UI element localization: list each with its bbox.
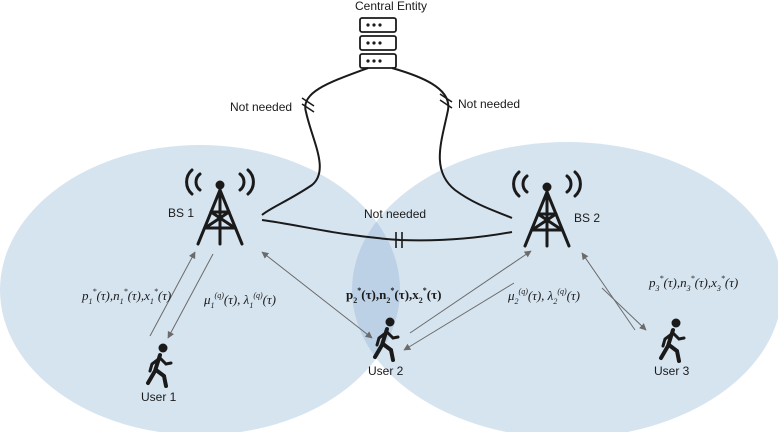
central-entity-label: Central Entity — [355, 0, 427, 13]
arrow-bs2-to-user3 — [601, 287, 647, 331]
arrow-user1-to-bs1 — [149, 251, 196, 337]
signal-bs2-label: μ2(q)(τ), λ2(q)(τ) — [507, 287, 580, 306]
user2-label: User 2 — [368, 364, 404, 378]
cell-bs2 — [352, 142, 778, 432]
not-needed-right-label: Not needed — [458, 97, 520, 111]
wire-server-bs1 — [261, 67, 369, 216]
arrow-bs2-to-user2 — [403, 282, 515, 351]
user1-label: User 1 — [141, 390, 177, 404]
user3-label: User 3 — [654, 364, 690, 378]
arrow-bs1-to-user1 — [167, 253, 214, 339]
break-mark-left — [301, 97, 315, 113]
not-needed-middle-label: Not needed — [364, 207, 426, 221]
break-mark-middle — [395, 232, 403, 248]
bs1-tower-icon — [185, 168, 255, 246]
cell-bs1 — [0, 145, 400, 432]
user3-walking-icon — [659, 318, 686, 363]
wire-bs1-bs2 — [261, 219, 513, 242]
wire-server-bs2 — [391, 67, 513, 219]
arrow-user2-to-bs2 — [409, 250, 532, 334]
not-needed-left-label: Not needed — [230, 100, 292, 114]
signal-user1-label: p1*(τ),n1*(τ),x1*(τ) — [81, 287, 171, 306]
server-icon — [359, 17, 397, 69]
break-mark-right — [439, 93, 453, 109]
bs2-label: BS 2 — [574, 211, 600, 225]
signal-user3-label: p3*(τ),n3*(τ),x3*(τ) — [648, 274, 738, 293]
signal-user2-label: p2*(τ),n2*(τ),x2*(τ) — [346, 286, 441, 305]
bs1-label: BS 1 — [168, 206, 194, 220]
arrow-bs1-to-user2 — [261, 251, 373, 339]
user1-walking-icon — [146, 343, 173, 388]
arrow-user3-to-bs2 — [581, 252, 636, 331]
bs2-tower-icon — [512, 170, 582, 248]
user2-walking-icon — [373, 317, 400, 362]
signal-bs1-label: μ1(q)(τ), λ1(q)(τ) — [203, 291, 276, 310]
